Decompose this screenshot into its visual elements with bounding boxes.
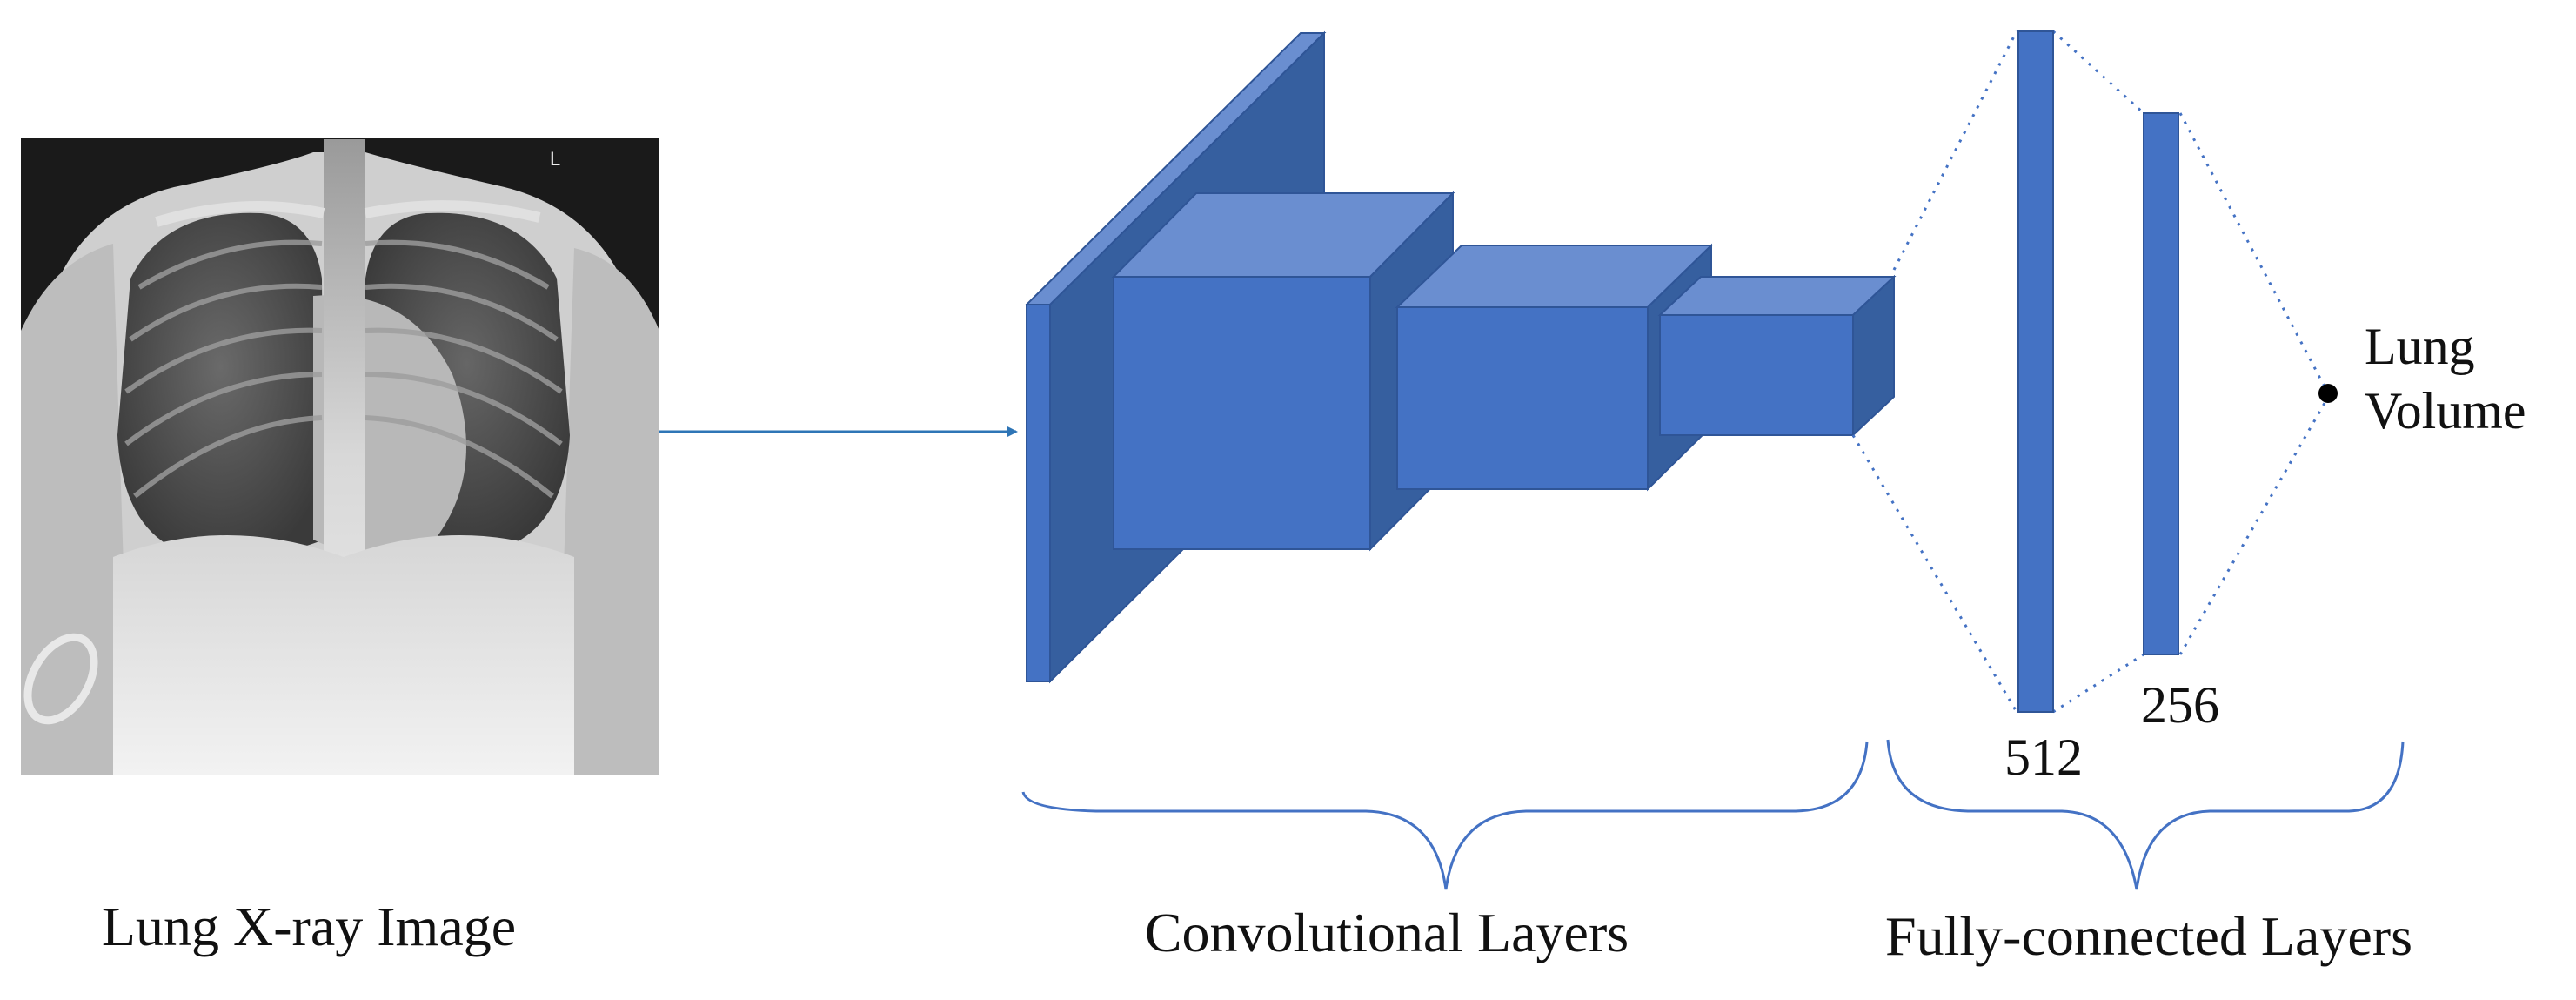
input-caption: Lung X-ray Image [102, 896, 516, 957]
xray-marker: L [550, 148, 560, 170]
conv-layer-4-front [1659, 314, 1854, 436]
dotted-fc2-to-output-top [2178, 112, 2329, 393]
dotted-conv-to-fc1-top [1892, 30, 2018, 271]
xray-left-arm [21, 244, 130, 775]
xray-image: L [21, 138, 659, 775]
conv-layers-brace [1021, 741, 1869, 890]
xray-ribs [124, 239, 563, 499]
fc-layer-256 [2143, 112, 2179, 655]
conv-layer-4 [1657, 274, 1897, 438]
fc-layer-512-size: 512 [2004, 728, 2083, 786]
fc-layer-256-size: 256 [2141, 676, 2219, 734]
output-label-line2: Volume [2365, 382, 2526, 440]
xray-bracelet [23, 633, 98, 725]
dotted-fc1-to-fc2-top [2051, 30, 2145, 115]
conv-caption: Convolutional Layers [1145, 902, 1629, 963]
dotted-conv-to-fc1-bottom [1851, 434, 2018, 713]
xray-abdomen [113, 535, 574, 775]
fc-layers-brace [1886, 739, 2405, 890]
xray-left-lung [117, 212, 324, 555]
output-label-line1: Lung [2365, 318, 2475, 375]
fc-caption: Fully-connected Layers [1885, 905, 2412, 967]
dotted-connections [1851, 30, 2329, 714]
conv-layer-1-front [1026, 304, 1051, 682]
xray-clavicles [155, 200, 541, 227]
xray-right-arm [557, 248, 659, 775]
conv-layer-3-front [1396, 306, 1649, 490]
output-node [2318, 384, 2338, 403]
conv-layer-2-front [1113, 276, 1371, 550]
dotted-fc1-to-fc2-bottom [2052, 653, 2144, 714]
fc-layer-512 [2017, 30, 2054, 713]
dotted-fc2-to-output-bottom [2178, 398, 2329, 655]
